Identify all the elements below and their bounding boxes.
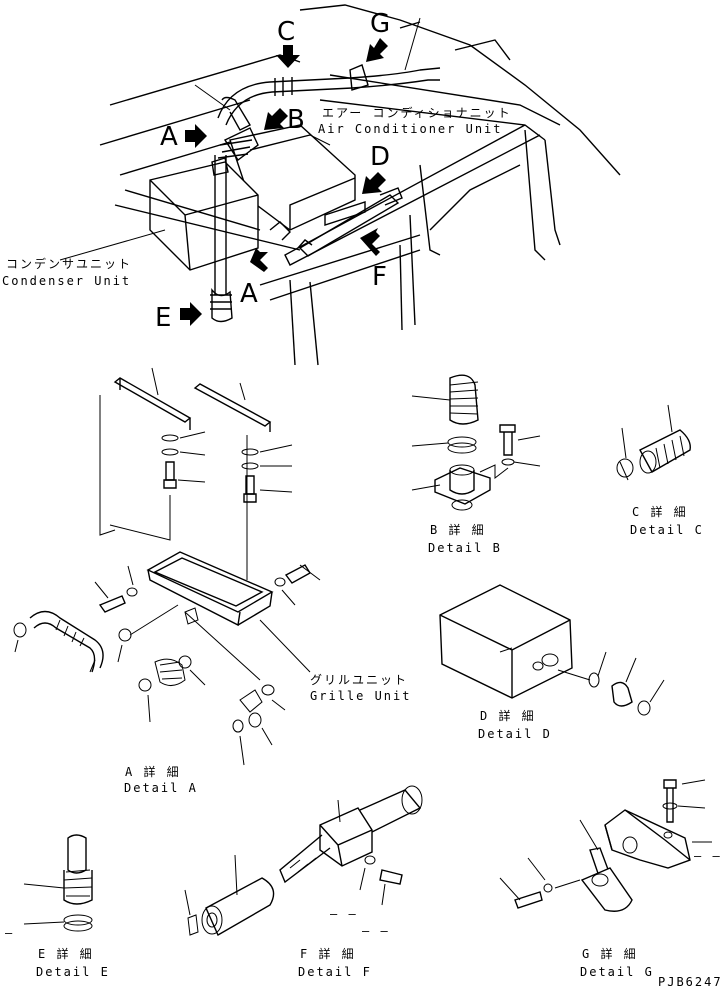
detail-a-drawing xyxy=(13,367,321,766)
detail-b-title-jp: B 詳 細 xyxy=(430,522,486,537)
detail-g-dash: – – xyxy=(694,849,722,863)
letter-a-top: A xyxy=(160,122,178,152)
detail-f-dash-1: – – xyxy=(330,907,358,921)
arrow-g-icon xyxy=(366,38,388,62)
callout-letters: C G B A D A F E xyxy=(155,9,390,333)
detail-f-drawing xyxy=(184,785,423,936)
arrow-e-icon xyxy=(180,302,202,326)
detail-a-title-jp: A 詳 細 xyxy=(125,764,181,779)
condenser-label-en: Condenser Unit xyxy=(2,274,131,288)
detail-e-title-en: Detail E xyxy=(36,965,110,979)
detail-f-dash-2: – – xyxy=(362,924,390,938)
detail-g-title-jp: G 詳 細 xyxy=(582,946,638,961)
arrow-a1-icon xyxy=(185,124,207,148)
letter-b: B xyxy=(287,105,305,135)
letter-c: C xyxy=(277,17,295,47)
detail-b-title-en: Detail B xyxy=(428,541,502,555)
detail-e-drawing xyxy=(23,834,93,932)
aircon-label-jp: エアー コンディショナニット xyxy=(322,105,512,120)
aircon-label-en: Air Conditioner Unit xyxy=(318,122,503,136)
pointer-arrows xyxy=(180,38,388,326)
detail-c-drawing xyxy=(616,404,691,481)
condenser-unit xyxy=(114,161,301,271)
detail-e-title-jp: E 詳 細 xyxy=(38,946,94,961)
arrow-a2-icon xyxy=(250,248,268,272)
detail-c-title-jp: C 詳 細 xyxy=(632,504,688,519)
detail-d-title-en: Detail D xyxy=(478,727,552,741)
hoses-top xyxy=(210,64,441,323)
detail-d-drawing xyxy=(439,584,665,716)
detail-c-title-en: Detail C xyxy=(630,523,704,537)
grille-label-en: Grille Unit xyxy=(310,689,411,703)
grille-label-jp: グリルユニット xyxy=(310,673,408,687)
arrow-b-icon xyxy=(264,108,288,130)
detail-a-title-en: Detail A xyxy=(124,781,198,795)
detail-f-title-jp: F 詳 細 xyxy=(300,946,356,961)
letter-e: E xyxy=(155,303,171,333)
letter-f: F xyxy=(372,262,387,292)
detail-b-drawing xyxy=(411,374,541,511)
detail-f-title-en: Detail F xyxy=(298,965,372,979)
detail-g-title-en: Detail G xyxy=(580,965,654,979)
unit-labels: エアー コンディショナニット Air Conditioner Unit コンデン… xyxy=(2,105,512,703)
arrow-c-icon xyxy=(276,45,300,68)
arrow-f-icon xyxy=(360,228,380,256)
arrow-d-icon xyxy=(362,172,386,194)
detail-g-drawing xyxy=(499,779,712,912)
letter-g: G xyxy=(370,9,390,39)
letter-d: D xyxy=(370,142,390,172)
top-leaders xyxy=(59,17,421,261)
condenser-label-jp: コンデンサユニット xyxy=(6,256,132,271)
detail-d-title-jp: D 詳 細 xyxy=(480,708,536,723)
document-code: PJB6247 xyxy=(658,975,723,987)
cab-frame xyxy=(99,4,621,366)
detail-e-dash: – xyxy=(5,926,14,940)
letter-a-bottom: A xyxy=(240,279,258,309)
